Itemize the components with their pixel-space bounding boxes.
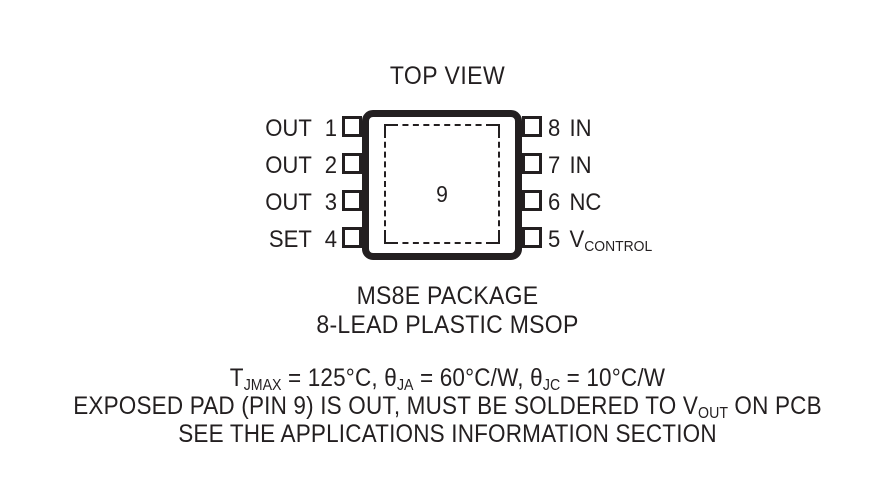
pin-6-number: 6 [548,189,561,216]
pin-6-name: NC [569,189,602,216]
pin-8-number: 8 [548,115,561,142]
lead-pin-1 [342,116,362,137]
pin-2-name: OUT [265,152,312,179]
package-body-outline [362,110,522,260]
theta-jc-symbol: θ [530,364,543,392]
tjmax-value: = 125°C, [281,364,385,392]
thermal-spec-line: TJMAX = 125°C, θJA = 60°C/W, θJC = 10°C/… [45,364,851,395]
exposed-pad-note-part2: ON PCB [727,392,822,420]
package-name-caption: MS8E PACKAGE [356,282,539,310]
top-view-title: TOP VIEW [389,62,506,90]
pad-dash-bottom [392,242,492,244]
theta-jc-value: = 10°C/W [560,364,666,392]
pin-4-number: 4 [324,226,337,253]
pin-5-name: V [569,226,585,253]
theta-ja-symbol: θ [384,364,397,392]
tjmax-symbol: T [229,364,244,392]
pin-1-number: 1 [324,115,337,142]
tjmax-subscript: JMAX [243,377,282,395]
pin-7-name: IN [569,152,592,179]
pin-3-name: OUT [265,189,312,216]
pin-label-7: 7 IN [548,154,592,178]
theta-ja-value: = 60°C/W, [413,364,531,392]
pad-dash-right [498,132,500,236]
exposed-pad-number: 9 [436,181,448,207]
pin-7-number: 7 [548,152,561,179]
exposed-pad-note-part1: EXPOSED PAD (PIN 9) IS OUT, MUST BE SOLD… [73,392,699,420]
theta-jc-subscript: JC [542,377,561,395]
package-type-caption: 8-LEAD PLASTIC MSOP [316,311,579,339]
lead-pin-5 [522,227,542,248]
lead-pin-4 [342,227,362,248]
pad-corner-top-right [489,124,500,135]
pin-label-2: OUT 2 [250,154,337,178]
pin-4-name: SET [268,226,312,253]
pin-label-3: OUT 3 [250,191,337,215]
pin-label-8: 8 IN [548,117,592,141]
pad-corner-bottom-left [384,233,395,244]
pin-label-6: 6 NC [548,191,601,215]
lead-pin-3 [342,190,362,211]
package-drawing: 9 [342,110,542,260]
vout-subscript: OUT [698,405,728,423]
pad-dash-top [392,124,492,126]
pad-corner-bottom-right [489,233,500,244]
pin-1-name: OUT [265,115,312,142]
pin-label-1: OUT 1 [250,117,337,141]
pad-corner-top-left [384,124,395,135]
exposed-pad-outline: 9 [384,124,500,244]
pin-5-number: 5 [548,226,561,253]
pin-2-number: 2 [324,152,337,179]
pin-8-name: IN [569,115,592,142]
exposed-pad-note: EXPOSED PAD (PIN 9) IS OUT, MUST BE SOLD… [45,392,851,423]
lead-pin-7 [522,153,542,174]
pin-3-number: 3 [324,189,337,216]
see-section-note: SEE THE APPLICATIONS INFORMATION SECTION [178,420,717,448]
lead-pin-2 [342,153,362,174]
pin-5-name-subscript: CONTROL [584,237,653,255]
pad-dash-left [384,132,386,236]
lead-pin-8 [522,116,542,137]
theta-ja-subscript: JA [396,377,414,395]
lead-pin-6 [522,190,542,211]
pin-label-4: SET 4 [250,228,337,252]
